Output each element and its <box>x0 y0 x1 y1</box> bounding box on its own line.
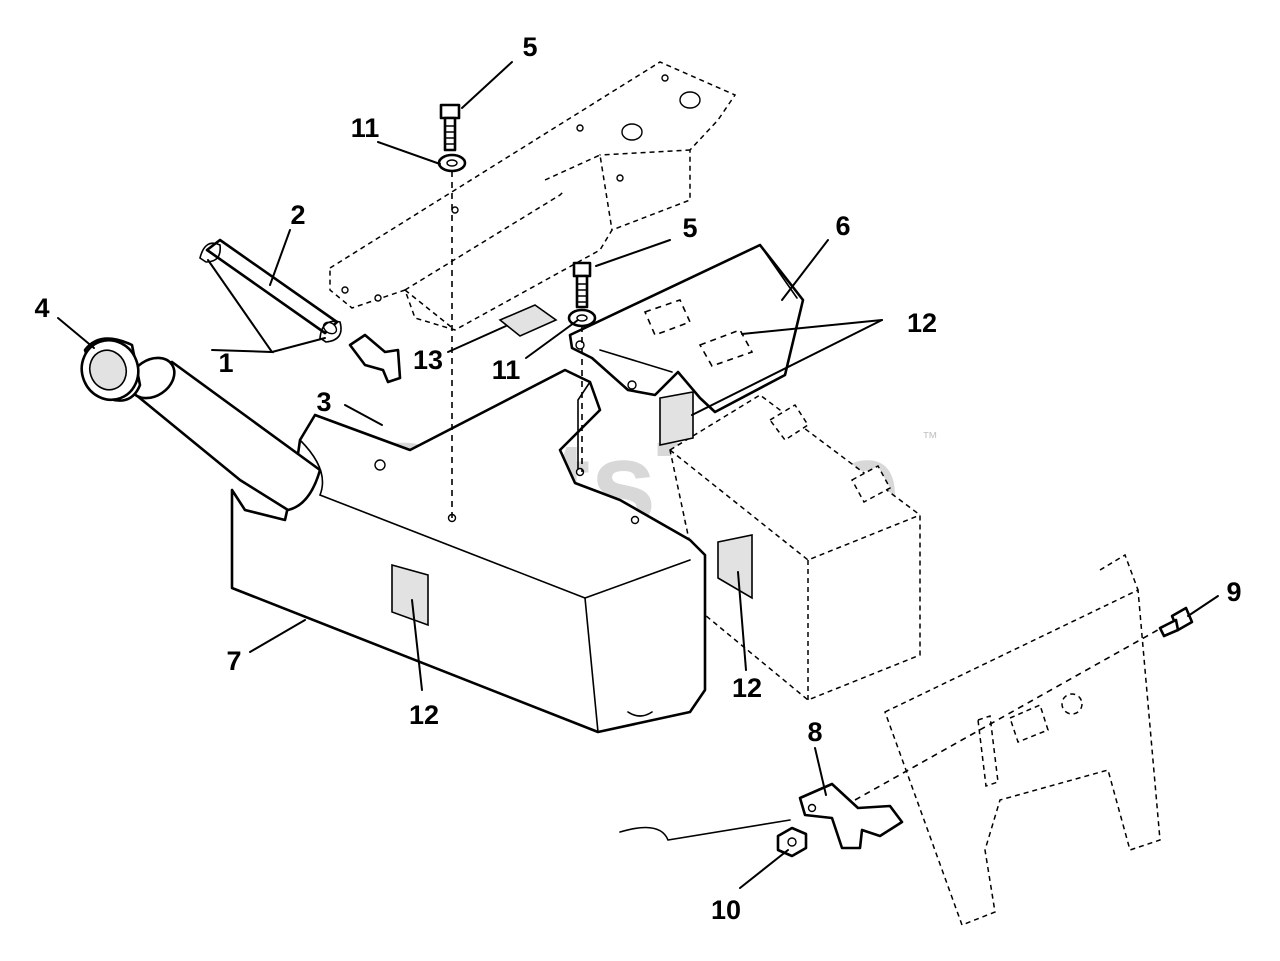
callout-9: 9 <box>1226 577 1241 607</box>
bolt-top <box>439 103 461 152</box>
decals <box>391 304 753 627</box>
callouts: 5 11 2 5 6 4 12 1 13 11 3 9 7 12 12 8 10 <box>34 32 1241 925</box>
fuel-cap <box>80 337 142 402</box>
callout-5-top: 5 <box>522 32 537 62</box>
watermark-trademark: ™ <box>922 430 938 447</box>
elbow-fitting <box>348 333 402 384</box>
callout-11-top: 11 <box>351 113 380 143</box>
heat-shield <box>568 243 805 414</box>
leader-lines <box>57 61 1219 889</box>
callout-1: 1 <box>218 348 233 378</box>
washer-top <box>437 153 467 173</box>
callout-4: 4 <box>34 293 49 323</box>
callout-5-mid: 5 <box>682 213 697 243</box>
filler-neck <box>128 356 322 512</box>
hose-clamps <box>199 242 342 343</box>
callout-7: 7 <box>226 646 241 676</box>
fuel-tank <box>230 368 707 734</box>
axis-line-shutoff <box>854 621 1173 801</box>
callout-12-shield: 12 <box>907 308 937 338</box>
callout-12-battery: 12 <box>732 673 762 703</box>
bolt-mid <box>572 261 592 309</box>
callout-3: 3 <box>316 387 331 417</box>
battery-phantom <box>669 394 921 701</box>
dash-panel-phantom <box>884 553 1161 926</box>
callout-12-tank: 12 <box>409 700 439 730</box>
hex-nut <box>776 826 808 858</box>
callout-6: 6 <box>835 211 850 241</box>
shutoff-screw <box>1158 606 1194 638</box>
callout-2: 2 <box>290 200 305 230</box>
callout-10: 10 <box>711 895 741 925</box>
callout-13: 13 <box>413 345 443 375</box>
fuel-shutoff-bracket <box>619 782 904 850</box>
callout-8: 8 <box>807 717 822 747</box>
frame-phantom <box>329 61 737 331</box>
callout-11-mid: 11 <box>492 355 521 385</box>
